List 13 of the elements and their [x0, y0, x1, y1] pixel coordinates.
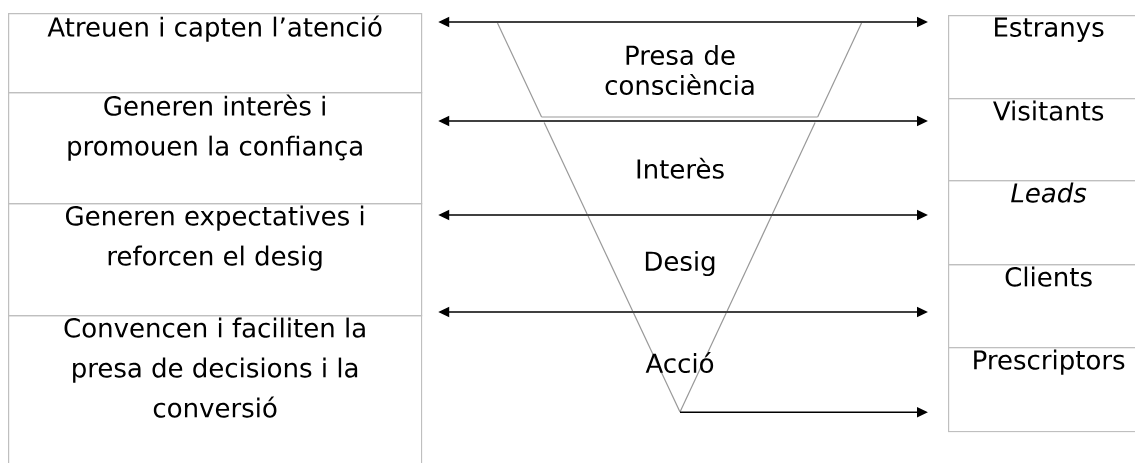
funnel-band: Acció	[632, 312, 727, 413]
text-box: Atreuen i capten l’atenció	[8, 13, 423, 94]
text-box: Visitants	[948, 98, 1135, 182]
funnel-band: Interès	[543, 121, 816, 215]
funnel-band: Desig	[587, 215, 773, 312]
text-box: Leads	[948, 180, 1135, 266]
text-box: Prescriptors	[948, 347, 1135, 433]
text-box: Clients	[948, 264, 1135, 349]
text-box: Estranys	[948, 15, 1135, 100]
text-box: Generen expectatives i reforcen el desig	[8, 203, 423, 317]
funnel-band: Presa de consciència	[496, 22, 863, 118]
text-box: Convencen i faciliten la presa de decisions i la conversió	[8, 315, 423, 463]
text-box: Generen interès i promouen la confiança	[8, 92, 423, 205]
